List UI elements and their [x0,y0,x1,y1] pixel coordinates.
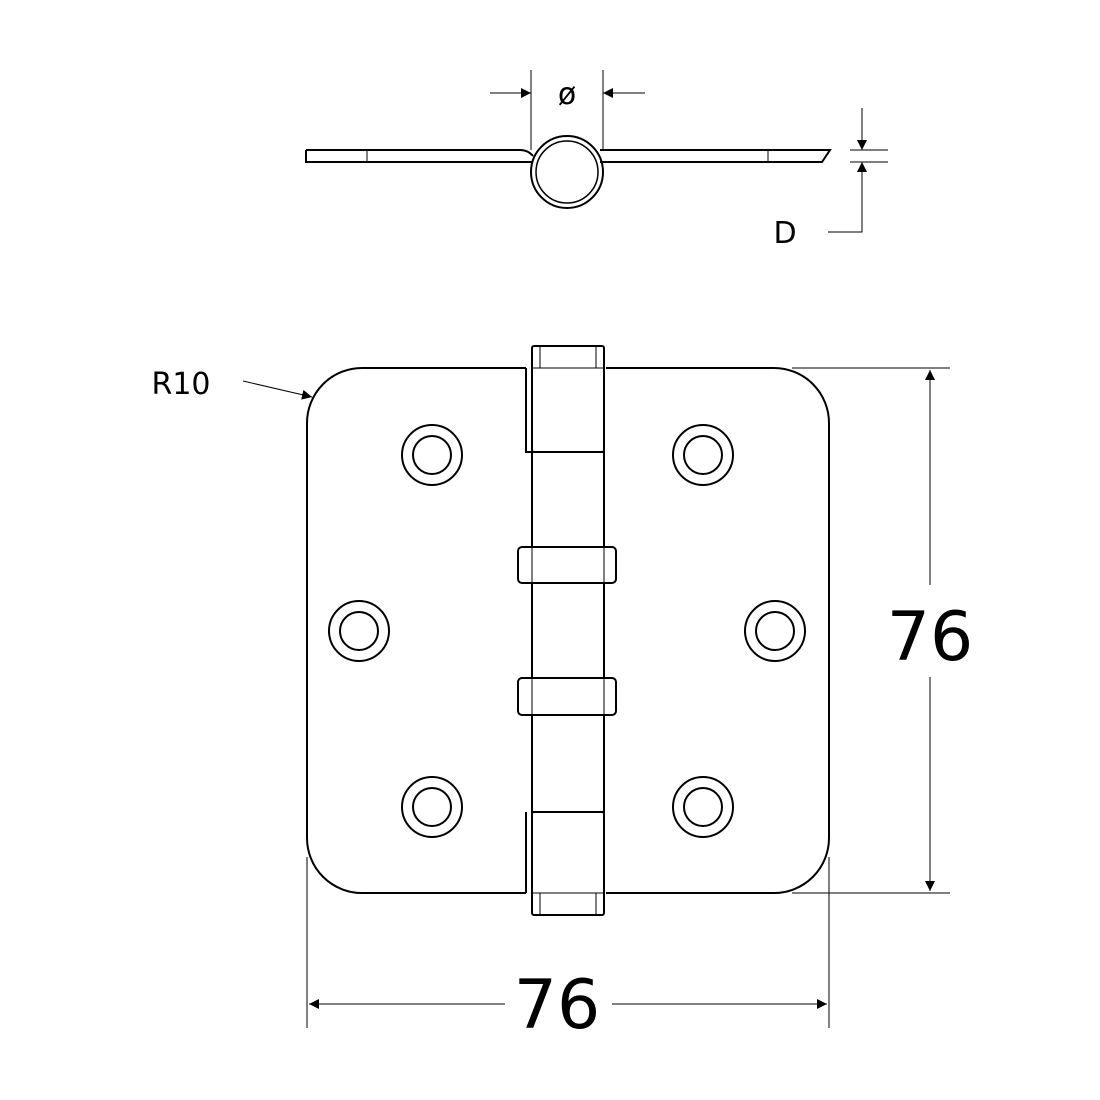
radius-leader [242,380,313,400]
screw-hole-right-top [672,424,734,486]
knuckle-segment-2 [531,451,605,548]
screw-hole-left-bottom [401,776,463,838]
screw-hole-left-top [401,424,463,486]
screw-holes [328,424,806,838]
screw-hole-right-middle [744,600,806,662]
knuckle-segment-4 [531,714,605,813]
screw-hole-left-middle [328,600,390,662]
screw-hole-right-bottom [672,776,734,838]
top-view-right-leaf [599,149,832,163]
width-label: 76 [514,966,601,1045]
thickness-arrow-bottom [828,162,867,233]
height-label: 76 [887,598,974,677]
top-view-knuckle-outer [530,135,604,209]
top-view-left-leaf [305,149,534,163]
knuckle-lip-top-left [525,368,532,453]
knuckle-column [517,345,617,916]
top-view-knuckle-inner [535,140,599,204]
left-leaf-outline [306,367,526,894]
thickness-label: D [773,216,796,251]
knuckle-segment-1 [531,345,605,453]
radius-label: R10 [151,367,210,402]
right-leaf-outline [606,367,830,894]
bearing-ring-2 [517,677,617,716]
knuckle-segment-3 [531,582,605,679]
bearing-ring-1 [517,546,617,584]
top-view: ø D [305,70,888,251]
front-view: R10 76 76 [151,345,974,1045]
diameter-label: ø [558,77,576,112]
knuckle-segment-5 [531,811,605,916]
